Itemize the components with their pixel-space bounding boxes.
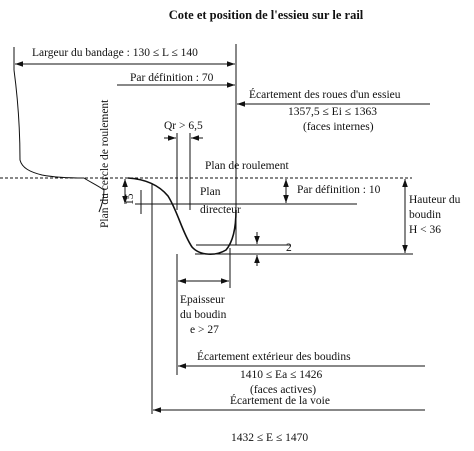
ecart-roues-range: 1357,5 ≤ Ei ≤ 1363 xyxy=(288,106,377,118)
qr-label: Qr > 6,5 xyxy=(164,120,203,132)
ecart-roues-note: (faces internes) xyxy=(303,121,374,133)
epaisseur-label-1: Epaisseur xyxy=(180,294,225,306)
ecart-ext-range: 1410 ≤ Ea ≤ 1426 xyxy=(240,369,323,381)
flange-profile xyxy=(127,177,237,255)
dim-15-label: 15 xyxy=(124,193,136,205)
plan-roulement-label: Plan de roulement xyxy=(205,160,289,172)
par-def-10-label: Par définition : 10 xyxy=(297,184,381,196)
ecart-voie-range: 1432 ≤ E ≤ 1470 xyxy=(231,432,308,444)
epaisseur-label-3: e > 27 xyxy=(190,324,219,336)
epaisseur-label-2: du boudin xyxy=(180,309,227,321)
hauteur-label-3: H < 36 xyxy=(409,224,441,236)
ecart-voie-label: Écartement de la voie xyxy=(230,393,330,407)
ecart-ext-note: (faces actives) xyxy=(250,384,316,396)
wheel-profile-left xyxy=(13,69,105,213)
par-def-70-label: Par définition : 70 xyxy=(130,72,214,84)
dim-2-label: 2 xyxy=(286,242,292,254)
ecart-ext-label: Écartement extérieur des boudins xyxy=(197,349,351,363)
hauteur-label-2: boudin xyxy=(409,209,441,221)
plan-directeur-label-1: Plan xyxy=(200,186,221,198)
diagram-title: Cote et position de l'essieu sur le rail xyxy=(169,8,364,22)
plan-cercle-label: Plan du cercle de roulement xyxy=(99,99,111,228)
ecart-roues-label: Écartement des roues d'un essieu xyxy=(249,87,401,101)
plan-directeur-label-2: directeur xyxy=(200,204,241,216)
largeur-bandage-label: Largeur du bandage : 130 ≤ L ≤ 140 xyxy=(32,47,198,59)
hauteur-label-1: Hauteur du xyxy=(409,194,461,206)
